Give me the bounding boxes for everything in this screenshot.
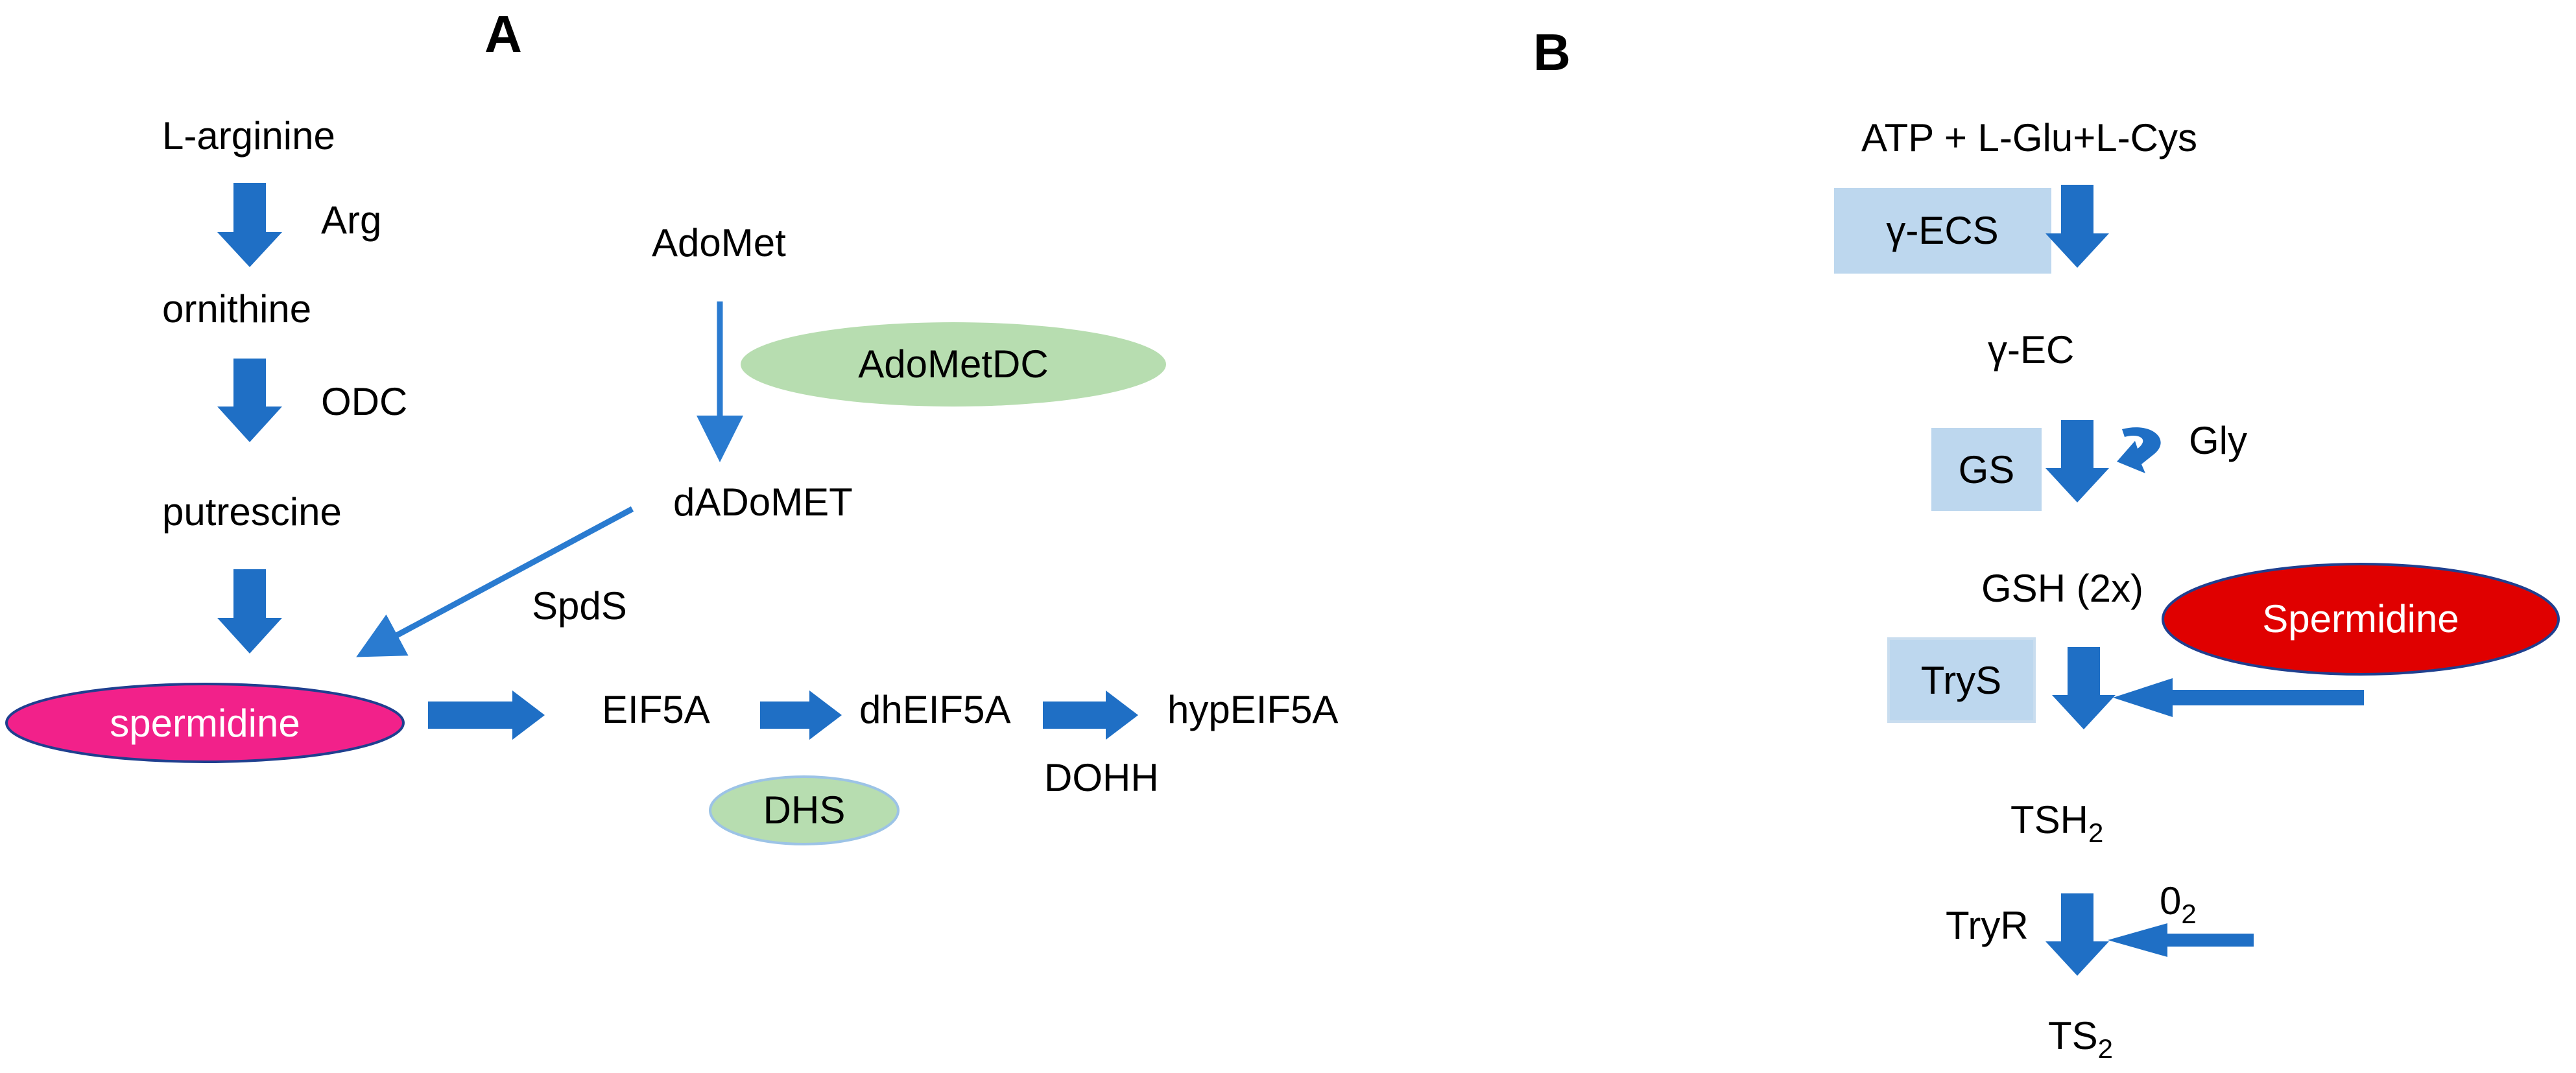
tsh2-label: TSH2 — [2010, 798, 2103, 848]
trys-label: TryS — [1921, 659, 2001, 702]
gs-label: GS — [1959, 448, 2015, 491]
l-arginine-label: L-arginine — [162, 114, 335, 158]
spermidine-ellipse-b — [2162, 563, 2560, 676]
o2-arrow — [2108, 923, 2254, 957]
substrates-label: ATP + L-Glu+L-Cys — [1861, 116, 2197, 159]
adometdc-ellipse — [741, 322, 1166, 407]
trys-box — [1887, 637, 2036, 723]
gamma-ec-label: γ-EC — [1988, 328, 2074, 371]
o2-base: 0 — [2160, 879, 2181, 923]
odc-enzyme-label: ODC — [321, 380, 407, 423]
gamma-ecs-box — [1834, 188, 2051, 274]
gamma-ecs-label: γ-ECS — [1886, 209, 1998, 252]
panel-b-label: B — [1533, 23, 1571, 81]
panel-b: B ATP + L-Glu+L-Cys γ-ECS γ-EC GS Gly GS… — [1533, 23, 2560, 1064]
spermidine-label: spermidine — [110, 702, 300, 745]
eif5a-label: EIF5A — [602, 688, 710, 731]
gly-label: Gly — [2189, 419, 2247, 462]
spds-enzyme-label: SpdS — [532, 584, 627, 628]
eif5a-to-dheif5a-arrow — [760, 690, 842, 740]
dheif5a-to-hypeif5a-arrow — [1043, 690, 1138, 740]
ts2-base: TS — [2048, 1014, 2098, 1057]
panel-a-label: A — [484, 5, 522, 63]
ts2-subscript: 2 — [2098, 1033, 2113, 1064]
dadomet-to-spermidine-arrow — [356, 506, 634, 657]
arginine-to-ornithine-arrow — [217, 183, 282, 267]
dhs-ellipse — [709, 775, 900, 845]
ornithine-to-putrescine-arrow — [217, 359, 282, 442]
dheif5a-label: dhEIF5A — [859, 688, 1010, 731]
gamma-ec-to-gsh-arrow — [2045, 420, 2109, 502]
panel-a: A L-arginine Arg ornithine ODC putrescin… — [5, 5, 1338, 845]
gsh-label: GSH (2x) — [1981, 567, 2143, 610]
tsh2-base: TSH — [2010, 798, 2088, 842]
putrescine-label: putrescine — [162, 490, 342, 534]
gsh-to-tsh2-arrow — [2052, 647, 2116, 729]
putrescine-to-spermidine-arrow — [217, 569, 282, 654]
dadomet-label: dADoMET — [673, 480, 853, 524]
gs-box — [1931, 428, 2042, 511]
o2-label: 02 — [2160, 879, 2197, 929]
ts2-label: TS2 — [2048, 1014, 2113, 1064]
o2-subscript: 2 — [2181, 899, 2196, 929]
substrates-to-gamma-ec-arrow — [2045, 185, 2109, 268]
adomet-label: AdoMet — [652, 221, 786, 265]
spermidine-to-trys-arrow — [2113, 678, 2364, 717]
tsh2-subscript: 2 — [2088, 818, 2103, 848]
hypeif5a-label: hypEIF5A — [1167, 688, 1338, 731]
adometdc-label: AdoMetDC — [858, 342, 1048, 386]
gly-curved-arrow — [2117, 427, 2161, 473]
spermidine-ellipse — [5, 683, 405, 763]
tryr-enzyme-label: TryR — [1946, 904, 2029, 947]
dhs-label: DHS — [763, 788, 846, 832]
spermidine-to-eif5a-arrow — [428, 690, 545, 740]
tsh2-to-ts2-arrow — [2045, 893, 2109, 976]
ornithine-label: ornithine — [162, 287, 311, 331]
spermidine-label-b: Spermidine — [2262, 597, 2459, 641]
dohh-enzyme-label: DOHH — [1044, 756, 1159, 799]
arg-enzyme-label: Arg — [321, 198, 381, 242]
